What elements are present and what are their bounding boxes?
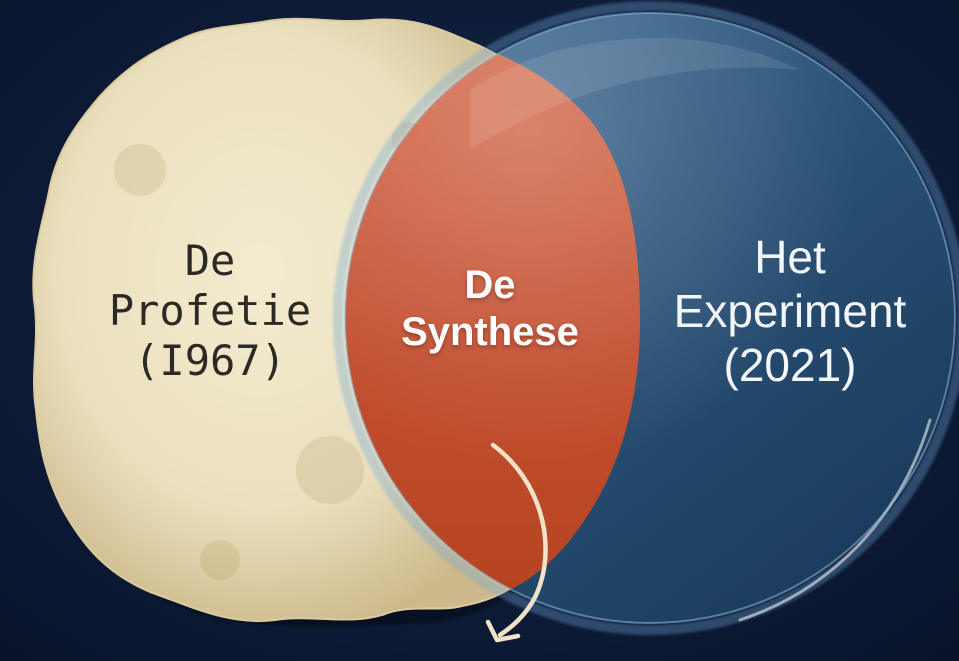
right-set-glow [333, 1, 959, 635]
intersection-label: De Synthese [365, 262, 615, 356]
intersection-line1: De [464, 263, 516, 307]
intersection-line2: Synthese [401, 310, 579, 354]
synthesis-arrowhead [485, 619, 521, 643]
left-set-label: De Profetie (I967) [60, 236, 360, 386]
right-set-gloss [345, 13, 955, 623]
left-set-year: (I967) [134, 336, 286, 385]
right-set-name-line2: Experiment [673, 285, 907, 337]
right-set-rim-light [738, 418, 932, 622]
right-set-label: Het Experiment (2021) [640, 230, 940, 392]
left-set-name-line2: Profetie [108, 286, 312, 335]
synthesis-arrow [490, 442, 548, 638]
right-set-year: (2021) [723, 339, 857, 391]
right-set-outline [344, 12, 956, 624]
left-set-name-line1: De [184, 236, 236, 285]
right-set-name-line1: Het [754, 231, 826, 283]
right-set-highlight [470, 37, 800, 150]
